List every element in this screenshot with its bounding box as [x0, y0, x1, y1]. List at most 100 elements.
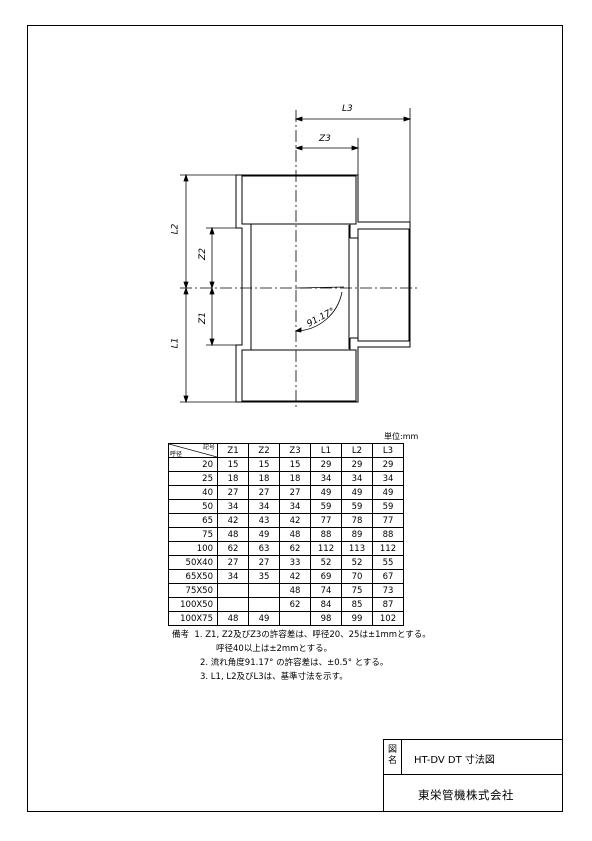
size-cell: 50 [168, 499, 218, 514]
value-cell-z2: 34 [248, 499, 280, 514]
value-cell-z2: 15 [248, 457, 280, 472]
value-cell-l3: 77 [372, 513, 404, 528]
value-cell-z2: 27 [248, 555, 280, 570]
dim-z3 [294, 138, 360, 175]
note-row: 2. 流れ角度91.17° の許容差は、±0.5° とする。 [172, 656, 431, 670]
dim-label-z3: Z3 [319, 134, 331, 144]
note-row: 備考 1. Z1, Z2及びZ3の許容差は、呼径20、25は±1mmとする。 [172, 628, 431, 642]
value-cell-l2: 78 [341, 513, 373, 528]
dim-label-l1: L1 [170, 337, 181, 349]
value-cell-l3: 55 [372, 555, 404, 570]
dim-label-z1: Z1 [197, 312, 208, 324]
dim-label-l2: L2 [170, 223, 181, 235]
value-cell-z2: 49 [248, 611, 280, 626]
company-name: 東栄管機株式会社 [418, 788, 514, 802]
value-cell-z3: 18 [279, 471, 311, 486]
value-cell-l3: 73 [372, 583, 404, 598]
value-cell-l1: 88 [310, 527, 342, 542]
value-cell-z2: 49 [248, 527, 280, 542]
value-cell-l3: 88 [372, 527, 404, 542]
value-cell-l3: 59 [372, 499, 404, 514]
value-cell-l2: 29 [341, 457, 373, 472]
value-cell-z3 [279, 611, 311, 626]
value-cell-z3: 33 [279, 555, 311, 570]
note-item: 1. Z1, Z2及びZ3の許容差は、呼径20、25は±1mmとする。 [194, 630, 431, 640]
corner-diagonal [169, 444, 217, 457]
dim-label-l3: L3 [342, 104, 353, 114]
size-cell: 75X50 [168, 583, 218, 598]
dim-z2-z1 [206, 226, 236, 347]
fitting-outline [235, 174, 411, 403]
value-cell-l3: 87 [372, 597, 404, 612]
corner-label-size: 呼径 [170, 451, 183, 457]
table-header-row: 記号 呼径 Z1 Z2 Z3 L1 L2 L3 [168, 443, 404, 458]
column-header: Z1 [217, 443, 249, 458]
value-cell-z1: 15 [217, 457, 249, 472]
value-cell-z2 [248, 597, 280, 612]
drawing-title: HT-DV DT 寸法図 [414, 755, 495, 766]
size-cell: 40 [168, 485, 218, 500]
flow-angle-arc [294, 286, 345, 333]
note-row: 3. L1, L2及びL3は、基準寸法を示す。 [172, 670, 431, 684]
value-cell-l2: 70 [341, 569, 373, 584]
value-cell-z2: 18 [248, 471, 280, 486]
size-cell: 100X50 [168, 597, 218, 612]
value-cell-z1: 18 [217, 471, 249, 486]
value-cell-z2 [248, 583, 280, 598]
value-cell-z3: 48 [279, 527, 311, 542]
value-cell-l1: 49 [310, 485, 342, 500]
value-cell-z1: 27 [217, 555, 249, 570]
value-cell-l1: 98 [310, 611, 342, 626]
value-cell-z3: 42 [279, 569, 311, 584]
drawing-sheet-border [27, 25, 563, 812]
value-cell-z2: 27 [248, 485, 280, 500]
size-cell: 75 [168, 527, 218, 542]
title-block-divider [384, 774, 563, 775]
value-cell-z1: 42 [217, 513, 249, 528]
notes-heading: 備考 [172, 630, 190, 640]
column-header: Z2 [248, 443, 280, 458]
value-cell-z3: 34 [279, 499, 311, 514]
value-cell-l1: 69 [310, 569, 342, 584]
value-cell-l2: 59 [341, 499, 373, 514]
value-cell-l3: 67 [372, 569, 404, 584]
value-cell-l1: 34 [310, 471, 342, 486]
value-cell-l1: 84 [310, 597, 342, 612]
note-row: 呼径40以上は±2mmとする。 [172, 642, 431, 656]
value-cell-l3: 34 [372, 471, 404, 486]
value-cell-l1: 59 [310, 499, 342, 514]
size-cell: 50X40 [168, 555, 218, 570]
corner-label-symbol: 記号 [202, 444, 215, 451]
value-cell-z1: 48 [217, 527, 249, 542]
unit-label: 単位:mm [384, 432, 419, 441]
value-cell-z3: 15 [279, 457, 311, 472]
size-cell: 65 [168, 513, 218, 528]
value-cell-l1: 77 [310, 513, 342, 528]
tee-fitting-drawing [180, 108, 420, 410]
title-block: 図 名 HT-DV DT 寸法図 東栄管機株式会社 [383, 739, 563, 812]
title-block-label: 図 名 [384, 740, 402, 774]
value-cell-z3: 62 [279, 541, 311, 556]
column-header: L3 [372, 443, 404, 458]
value-cell-z3: 48 [279, 583, 311, 598]
table-corner-cell: 記号 呼径 [168, 443, 218, 458]
dim-l2-l1 [180, 173, 236, 404]
value-cell-l3: 112 [372, 541, 404, 556]
value-cell-z1: 34 [217, 499, 249, 514]
value-cell-l1: 29 [310, 457, 342, 472]
size-cell: 65X50 [168, 569, 218, 584]
value-cell-l2: 99 [341, 611, 373, 626]
value-cell-l2: 113 [341, 541, 373, 556]
title-block-label-top: 図 [387, 745, 397, 755]
value-cell-l2: 49 [341, 485, 373, 500]
